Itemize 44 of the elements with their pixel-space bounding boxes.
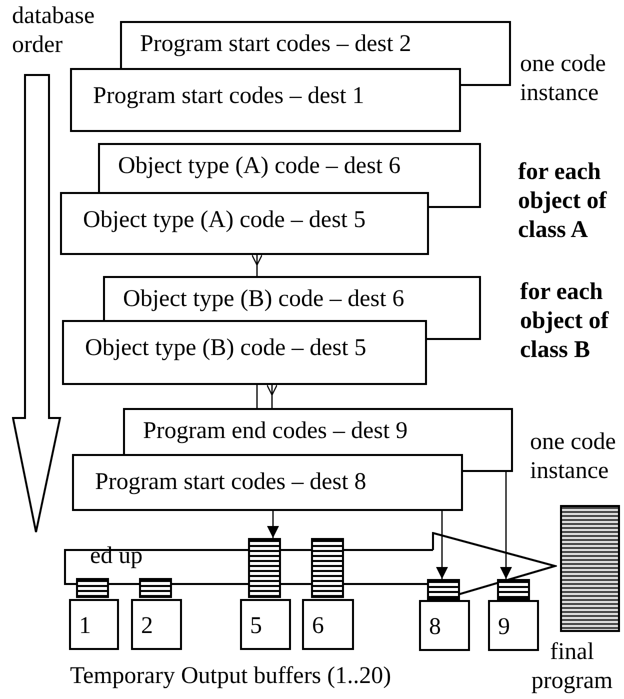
final-program-stack	[560, 505, 620, 632]
code-block-box	[70, 68, 461, 132]
code-block-box	[62, 320, 427, 385]
code-block-box	[60, 192, 429, 255]
node-text: 5	[250, 613, 262, 641]
annotation-text: for each object of class A	[518, 158, 608, 244]
connector-arrow	[436, 511, 448, 579]
buffer-stack	[311, 538, 344, 598]
buffer-box	[69, 599, 119, 650]
node-text: 2	[141, 613, 153, 641]
buffer-stack	[248, 538, 281, 598]
node-text: ed up	[90, 543, 143, 569]
connector-arrow	[251, 254, 263, 276]
buffer-stack	[497, 579, 530, 600]
node-text: Program end codes – dest 9	[143, 418, 408, 444]
node-text: 8	[429, 614, 441, 642]
annotation-text: one code instance	[520, 50, 607, 108]
buffer-box	[131, 599, 182, 650]
buffer-stack	[427, 579, 460, 600]
buffer-stack	[76, 578, 109, 598]
node-text: Program start codes – dest 2	[140, 31, 412, 57]
node-text: Object type (A) code – dest 5	[83, 207, 366, 235]
node-text: 6	[312, 613, 324, 641]
annotation-text: Temporary Output buffers (1..20)	[70, 662, 392, 691]
node-text: 9	[498, 614, 510, 642]
annotation-text: for each object of class B	[520, 278, 610, 364]
connector-arrow	[500, 472, 512, 579]
connector-arrow	[267, 511, 279, 538]
buffer-box	[302, 599, 354, 650]
buffer-box	[419, 600, 470, 651]
node-text: Object type (A) code – dest 6	[118, 153, 401, 179]
buffer-box	[488, 600, 539, 651]
node-caption: final program	[530, 638, 614, 696]
annotation-text: one code instance	[530, 428, 617, 486]
buffer-stack	[139, 578, 172, 598]
node-text: Program start codes – dest 8	[95, 469, 366, 497]
code-block-box	[72, 454, 463, 511]
node-text: Program start codes – dest 1	[93, 83, 364, 111]
connector-arrow	[266, 384, 278, 408]
annotation-text: database order	[12, 2, 96, 60]
buffer-box	[240, 599, 291, 650]
node-text: 1	[79, 613, 91, 641]
node-text: Object type (B) code – dest 6	[123, 286, 404, 312]
node-text: Object type (B) code – dest 5	[85, 335, 366, 363]
